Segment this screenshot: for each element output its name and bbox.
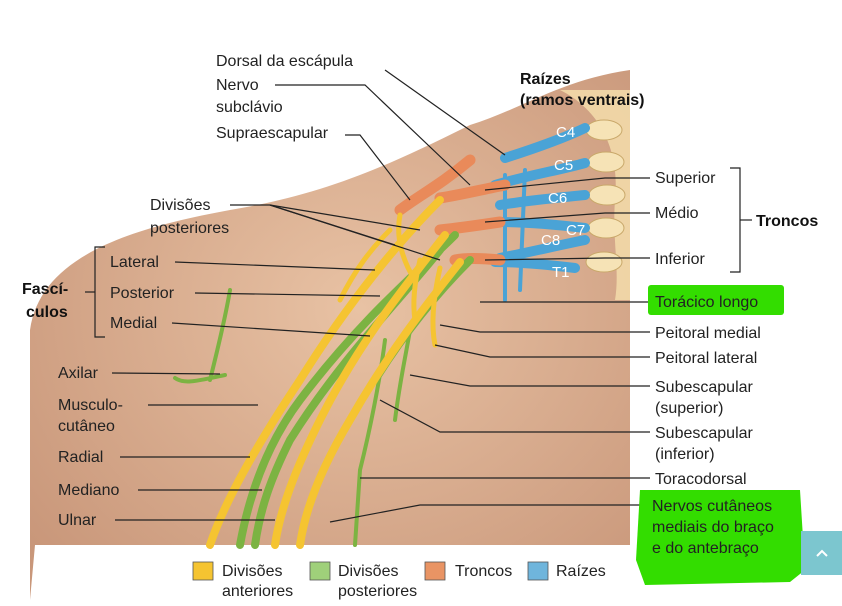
label-subescapular-inferior-1: Subescapular — [655, 425, 754, 442]
root-c8: C8 — [541, 232, 560, 249]
label-mediano: Mediano — [58, 482, 119, 499]
label-posterior: Posterior — [110, 285, 175, 302]
legend-label-anteriores-2: anteriores — [222, 583, 293, 600]
label-raizes-1: Raízes — [520, 71, 571, 88]
legend-label-troncos: Troncos — [455, 563, 512, 580]
root-c4: C4 — [556, 124, 575, 141]
legend-swatch-troncos — [424, 561, 446, 581]
label-cutaneos-3: e do antebraço — [652, 540, 759, 557]
highlight-cutaneos — [636, 490, 805, 585]
right-labels: Raízes (ramos ventrais) Superior Médio I… — [520, 71, 818, 557]
label-raizes-2: (ramos ventrais) — [520, 92, 645, 109]
spine — [560, 90, 630, 300]
label-lateral: Lateral — [110, 254, 159, 271]
label-subescapular-inferior-2: (inferior) — [655, 446, 715, 463]
label-medio: Médio — [655, 205, 699, 222]
leader-lines-right — [329, 167, 752, 523]
label-musculocutaneo-1: Musculo- — [58, 397, 123, 414]
label-peitoral-lateral: Peitoral lateral — [655, 350, 757, 367]
left-labels: Dorsal da escápula Nervo subclávio Supra… — [22, 53, 353, 529]
label-inferior: Inferior — [655, 251, 705, 268]
label-ulnar: Ulnar — [58, 512, 97, 529]
label-musculocutaneo-2: cutâneo — [58, 418, 115, 435]
label-fasciculos-2: culos — [26, 304, 68, 321]
legend-label-anteriores-1: Divisões — [222, 563, 282, 580]
legend-swatch-anteriores — [192, 561, 214, 581]
leader-lines-left — [85, 69, 506, 521]
root-t1: T1 — [552, 264, 570, 281]
chevron-up-icon — [815, 549, 828, 557]
label-radial: Radial — [58, 449, 103, 466]
anterior-divisions — [206, 196, 464, 549]
legend-label-posteriores-1: Divisões — [338, 563, 398, 580]
highlight-toracico-longo — [648, 285, 784, 315]
label-peitoral-medial: Peitoral medial — [655, 325, 761, 342]
label-toracico-longo: Torácico longo — [655, 294, 758, 311]
label-divisoes-posteriores-2: posteriores — [150, 220, 229, 237]
label-supraescapular: Supraescapular — [216, 125, 329, 142]
label-subescapular-superior-1: Subescapular — [655, 379, 754, 396]
label-superior: Superior — [655, 170, 716, 187]
legend-label-posteriores-2: posteriores — [338, 583, 417, 600]
nerve-roots — [490, 123, 590, 302]
label-divisoes-posteriores-1: Divisões — [150, 197, 210, 214]
label-axilar: Axilar — [58, 365, 99, 382]
label-subescapular-superior-2: (superior) — [655, 400, 723, 417]
label-nervo-subclavio-1: Nervo — [216, 77, 259, 94]
scroll-to-top-button[interactable] — [801, 531, 842, 575]
root-c5: C5 — [554, 157, 573, 174]
legend-swatch-raizes — [527, 561, 549, 581]
label-medial: Medial — [110, 315, 157, 332]
label-toracodorsal: Toracodorsal — [655, 471, 747, 488]
label-troncos: Troncos — [756, 213, 818, 230]
label-fasciculos-1: Fascí- — [22, 281, 68, 298]
legend: Divisões anteriores Divisões posteriores… — [192, 561, 606, 600]
label-nervo-subclavio-2: subclávio — [216, 99, 283, 116]
legend-swatch-posteriores — [309, 561, 331, 581]
root-c6: C6 — [548, 190, 567, 207]
root-c7: C7 — [566, 222, 585, 239]
legend-label-raizes: Raízes — [556, 563, 606, 580]
label-cutaneos-2: mediais do braço — [652, 519, 774, 536]
label-cutaneos-1: Nervos cutâneos — [652, 498, 772, 515]
root-labels: C4 C5 C6 C7 C8 T1 — [541, 124, 585, 281]
label-dorsal-escapula: Dorsal da escápula — [216, 53, 353, 70]
